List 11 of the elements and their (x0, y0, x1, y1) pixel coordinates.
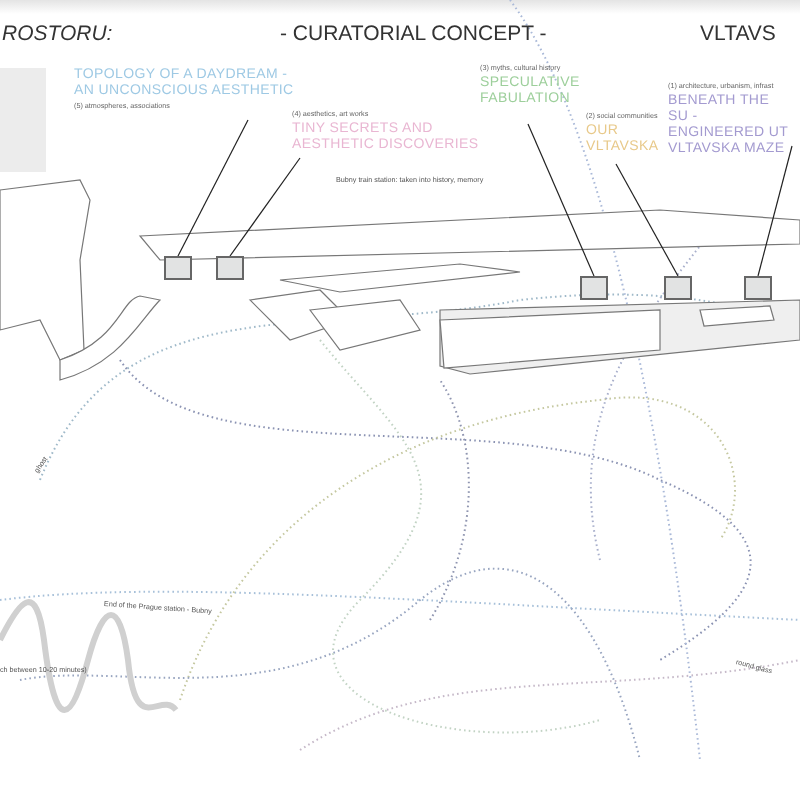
marker-square (664, 276, 692, 300)
leader-line (757, 145, 793, 277)
marker-square (744, 276, 772, 300)
heading-text: VLTAVS (700, 22, 776, 46)
heading-text: ROSTORU: (2, 22, 113, 46)
marker-square (216, 256, 244, 280)
marker-square (164, 256, 192, 280)
marker-square (580, 276, 608, 300)
leader-line (527, 123, 595, 277)
leader-line (615, 163, 679, 277)
leader-line (177, 119, 249, 257)
